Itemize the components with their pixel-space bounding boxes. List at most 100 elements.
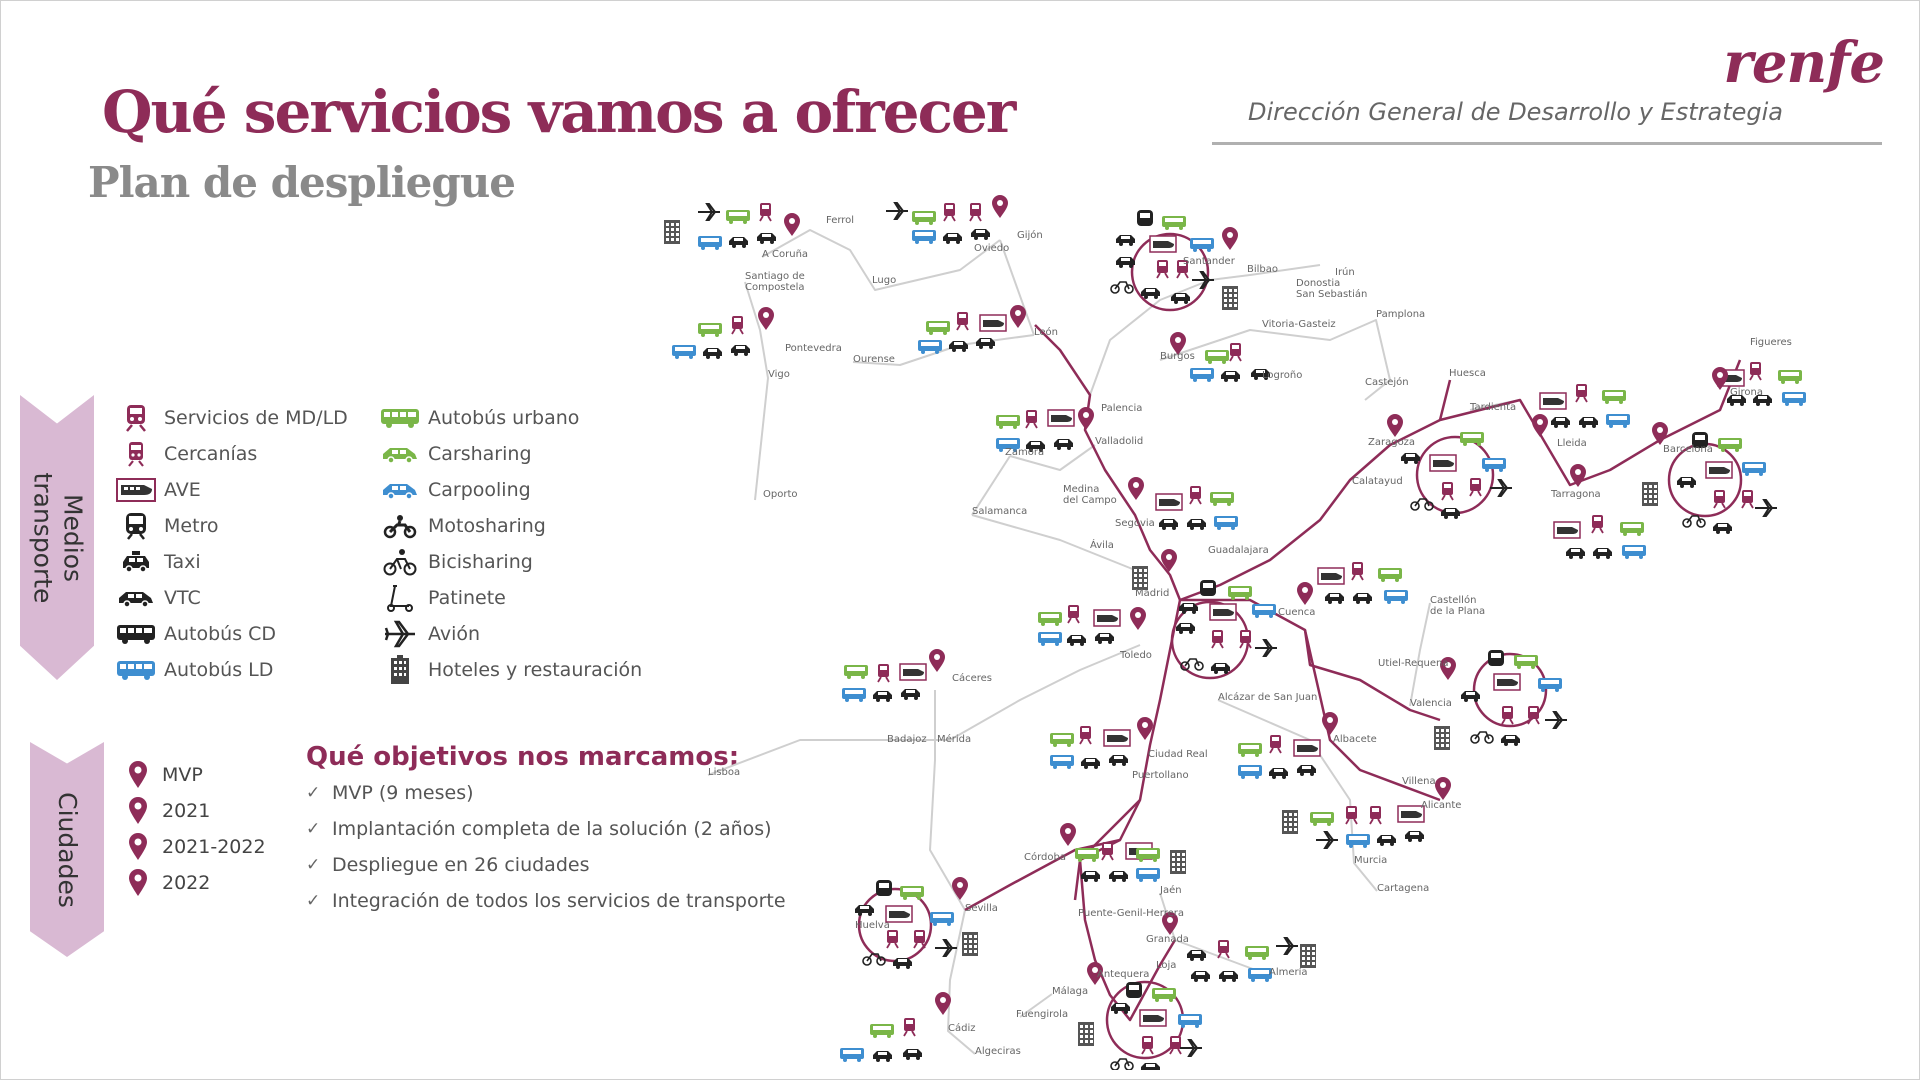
train-md-ld-icon (1345, 806, 1358, 825)
city-label: Loja (1156, 960, 1176, 971)
city-legend-label: 2022 (162, 872, 211, 894)
legend-item-carpooling: Carpooling (380, 475, 531, 505)
high-speed-train-icon (899, 663, 927, 681)
airplane-icon (698, 203, 720, 221)
bicisharing-icon (862, 953, 886, 966)
bus-urban-icon (1238, 743, 1262, 757)
high-speed-train-icon (1539, 392, 1567, 410)
secondary-route (1019, 993, 1053, 1018)
map-pin-icon (758, 307, 774, 330)
taxi-icon (1251, 369, 1270, 380)
taxi-icon (855, 905, 874, 916)
taxi-icon (1441, 508, 1460, 519)
city-label: Tarragona (1550, 489, 1601, 500)
taxi-icon (901, 689, 920, 700)
city-label: Segovia (1115, 518, 1155, 529)
train-md-ld-icon (1217, 940, 1230, 959)
legend-item-patinete: Patinete (380, 583, 506, 613)
bus-urban-icon (698, 323, 722, 337)
legend-label: AVE (164, 479, 201, 501)
city-legend-2021: 2021 (126, 796, 210, 826)
taxi-icon (1727, 395, 1746, 406)
city-label: Cáceres (952, 672, 992, 684)
airplane-icon (1255, 639, 1277, 657)
page-subtitle: Plan de despliegue (88, 158, 516, 207)
taxi-icon (1109, 871, 1128, 882)
train-md-ld-icon (1527, 706, 1540, 725)
hotel-icon (962, 932, 978, 956)
city-label: Alicante (1421, 800, 1461, 811)
city-label: Guadalajara (1208, 545, 1269, 556)
train-md-ld-icon (1229, 343, 1242, 362)
map-pin-icon (1532, 414, 1548, 437)
legend-item-hoteles: Hoteles y restauración (380, 655, 642, 685)
bus-urban-icon (926, 321, 950, 335)
metro-icon (1200, 580, 1216, 596)
train-md-ld-icon (1591, 515, 1604, 534)
hotel-icon (1078, 1022, 1094, 1046)
airplane-icon (1316, 831, 1338, 849)
city-label: Granada (1146, 934, 1189, 945)
bus-ld-icon (912, 230, 936, 244)
city-label: Santander (1183, 256, 1236, 267)
city-label: Zamora (1005, 447, 1044, 458)
cities-section-chevron: Ciudades (30, 742, 104, 957)
secondary-route (744, 281, 769, 501)
train-md-ld-icon (1441, 482, 1454, 501)
bus-ld-icon (1214, 516, 1238, 530)
bus-urban-icon (1310, 812, 1334, 826)
main-route (1438, 379, 1452, 421)
map-pin-icon (1128, 477, 1144, 500)
taxi-icon (1353, 593, 1372, 604)
train-md-ld-icon (1176, 260, 1189, 279)
bus-ld-icon (930, 912, 954, 926)
secondary-route (1009, 444, 1096, 471)
city-legend-2021-2022: 2021-2022 (126, 832, 266, 862)
header-divider (1212, 142, 1882, 145)
taxi-icon (903, 1049, 922, 1060)
city-label: Gijón (1017, 229, 1043, 241)
hotel-icon (1300, 944, 1316, 968)
secondary-route (929, 690, 966, 911)
map-pin-icon (952, 877, 968, 900)
legend-item-bus-ld: Autobús LD (116, 655, 273, 685)
map-pin-icon (784, 213, 800, 236)
main-route (1179, 359, 1742, 602)
train-md-ld-icon (731, 316, 744, 335)
taxi-icon (1219, 971, 1238, 982)
taxi-icon (1401, 453, 1420, 464)
city-label: A Coruña (762, 249, 808, 260)
taxi-icon (1179, 603, 1198, 614)
map-pin-icon (1078, 407, 1094, 430)
legend-label: Hoteles y restauración (428, 659, 643, 681)
train-md-ld-icon (1741, 490, 1754, 509)
map-pin-icon (129, 869, 147, 896)
train-md-ld-icon (1101, 842, 1114, 861)
legend-label: Taxi (164, 551, 201, 573)
map-pin-icon (129, 833, 147, 860)
transport-section-chevron: Medios transporte (20, 395, 94, 680)
objectives-title: Qué objetivos nos marcamos: (306, 742, 740, 772)
taxi-icon (1026, 441, 1045, 452)
taxi-icon (1579, 417, 1598, 428)
train-md-ld-icon (1169, 1036, 1182, 1055)
city-label: Alcázar de San Juan (1218, 691, 1317, 703)
bus-urban-icon (1460, 432, 1484, 446)
metro-icon (1137, 210, 1153, 226)
check-icon: ✓ (306, 855, 321, 875)
secondary-route (971, 514, 1136, 571)
bus-ld-icon (117, 661, 155, 680)
legend-label: Cercanías (164, 443, 258, 465)
service-icon-clusters (664, 202, 1806, 1070)
high-speed-train-icon (1047, 409, 1075, 427)
taxi-icon (1461, 691, 1480, 702)
legend-item-bus-cd: Autobús CD (116, 619, 276, 649)
main-route (1180, 598, 1441, 722)
city-label: Lisboa (708, 767, 740, 778)
city-label: Mérida (937, 733, 971, 745)
train-md-ld-icon (1269, 735, 1282, 754)
taxi-icon (1116, 257, 1135, 268)
bus-ld-icon (1238, 765, 1262, 779)
